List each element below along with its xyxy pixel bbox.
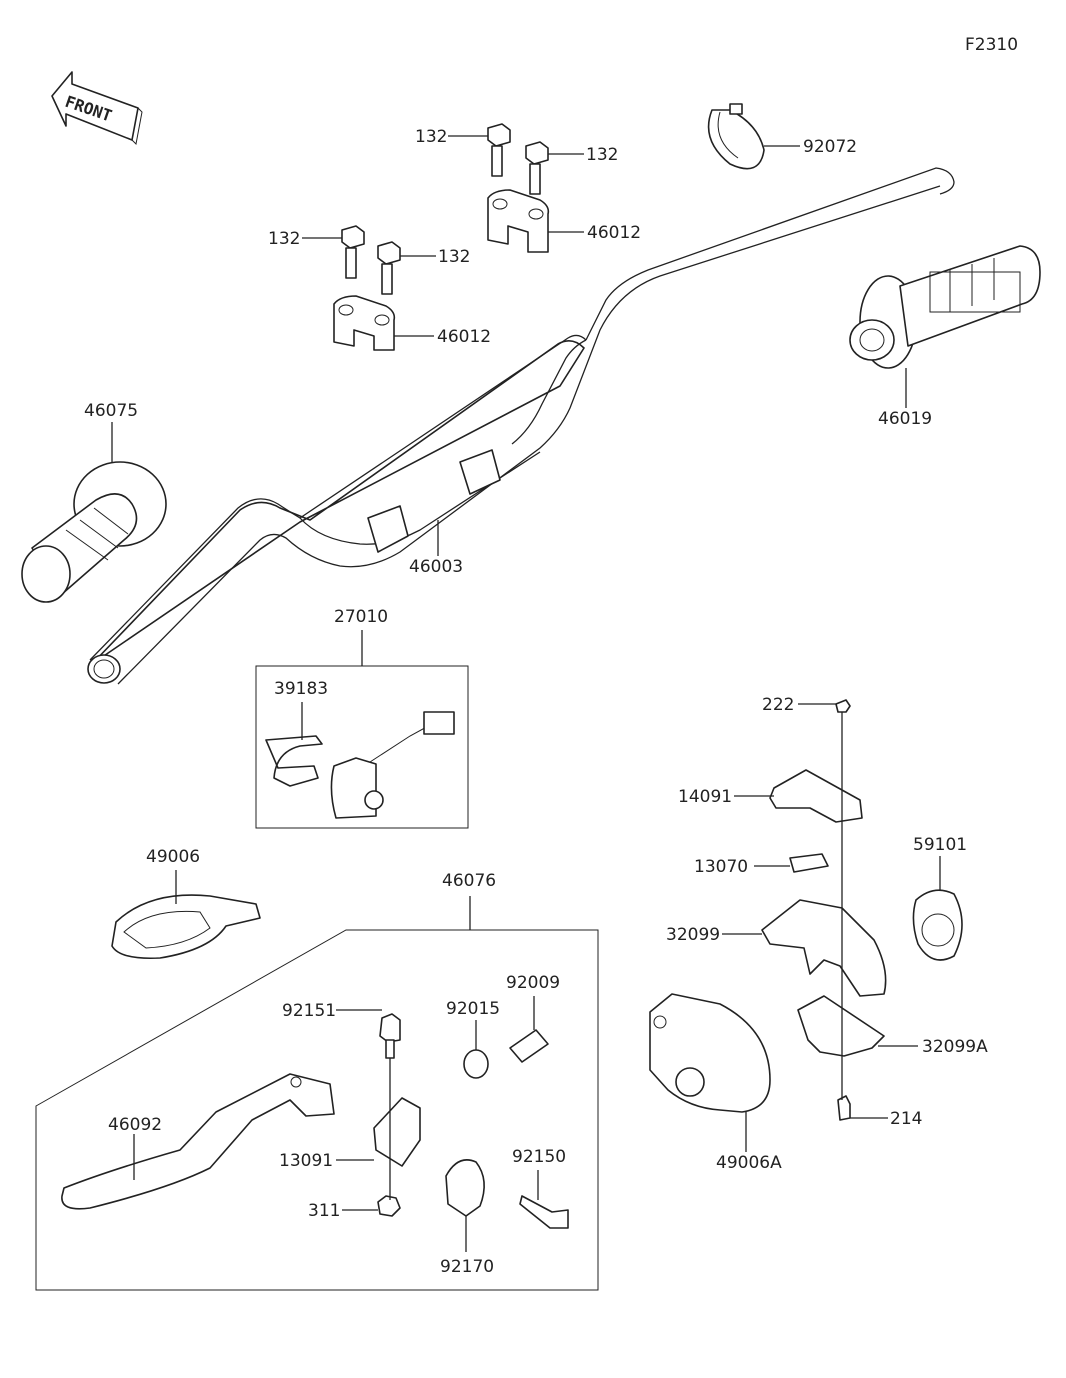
label-46076: 46076 — [442, 871, 496, 891]
label-92009: 92009 — [506, 973, 560, 993]
diagram-code: F2310 — [965, 35, 1018, 55]
label-46012-lower: 46012 — [437, 327, 491, 347]
label-32099: 32099 — [666, 925, 720, 945]
label-46019: 46019 — [878, 409, 932, 429]
cover-49006 — [111, 894, 261, 960]
lever-assembly-box — [35, 929, 599, 1291]
label-92072: 92072 — [803, 137, 857, 157]
label-132-b: 132 — [586, 145, 618, 165]
band-92072 — [707, 103, 765, 170]
label-92150: 92150 — [512, 1147, 566, 1167]
label-311: 311 — [308, 1201, 340, 1221]
holder-upper — [487, 189, 550, 253]
right-grip — [849, 245, 1041, 369]
label-214: 214 — [890, 1109, 922, 1129]
label-222: 222 — [762, 695, 794, 715]
label-132-a: 132 — [415, 127, 447, 147]
label-49006A: 49006A — [716, 1153, 782, 1173]
label-59101: 59101 — [913, 835, 967, 855]
label-46012-upper: 46012 — [587, 223, 641, 243]
throttle-parts — [649, 699, 963, 1121]
leader-lines — [111, 135, 941, 1252]
label-92015: 92015 — [446, 999, 500, 1019]
label-92151: 92151 — [282, 1001, 336, 1021]
label-46092: 46092 — [108, 1115, 162, 1135]
label-14091: 14091 — [678, 787, 732, 807]
label-13070: 13070 — [694, 857, 748, 877]
label-132-c: 132 — [268, 229, 300, 249]
left-grip — [21, 461, 167, 603]
label-13091: 13091 — [279, 1151, 333, 1171]
label-46003: 46003 — [409, 557, 463, 577]
bolt-132 — [341, 123, 549, 295]
label-46075: 46075 — [84, 401, 138, 421]
front-arrow-icon: FRONT — [51, 71, 143, 146]
label-39183: 39183 — [274, 679, 328, 699]
label-132-d: 132 — [438, 247, 470, 267]
holder-lower — [333, 295, 396, 351]
label-92170: 92170 — [440, 1257, 494, 1277]
switch-assembly-box — [255, 665, 469, 829]
handlebar — [87, 167, 955, 685]
label-32099A: 32099A — [922, 1037, 988, 1057]
label-27010: 27010 — [334, 607, 388, 627]
label-49006: 49006 — [146, 847, 200, 867]
